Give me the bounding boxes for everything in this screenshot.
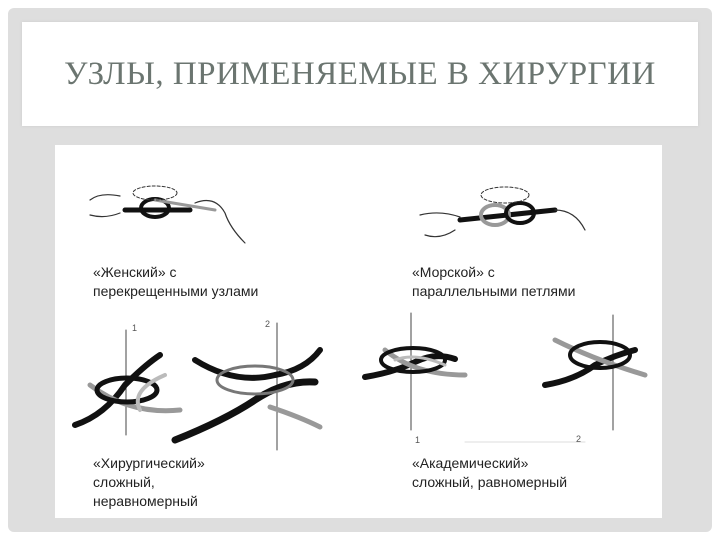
caption-line: «Академический»	[412, 455, 529, 471]
caption-line: сложный, равномерный	[412, 474, 568, 490]
step-label: 2	[576, 434, 582, 444]
caption-line: перекрещенными узлами	[93, 283, 259, 299]
step-label: 1	[415, 435, 421, 445]
knot-drawings	[72, 185, 648, 451]
caption-academic-knot: «Академический» сложный, равномерный	[412, 454, 567, 492]
caption-line: «Женский» с	[93, 264, 177, 280]
reef-knot-drawing	[419, 186, 586, 238]
caption-line: параллельными петлями	[412, 283, 576, 299]
caption-surgical-knot: «Хирургический» сложный, неравномерный	[93, 454, 205, 511]
academic-knot-drawing	[362, 312, 648, 443]
caption-line: «Морской» с	[412, 264, 495, 280]
title-box: УЗЛЫ, ПРИМЕНЯЕМЫЕ В ХИРУРГИИ	[22, 22, 698, 126]
caption-line: «Хирургический»	[93, 455, 205, 471]
granny-knot-drawing	[89, 185, 246, 244]
caption-granny-knot: «Женский» с перекрещенными узлами	[93, 263, 258, 301]
step-label: 1	[132, 323, 138, 333]
caption-line: неравномерный	[93, 493, 198, 509]
slide-title: УЗЛЫ, ПРИМЕНЯЕМЫЕ В ХИРУРГИИ	[64, 56, 656, 92]
knots-illustration: 1 2 1 2 «Женский» с перекрещенными узлам…	[55, 145, 662, 518]
caption-reef-knot: «Морской» с параллельными петлями	[412, 263, 575, 301]
step-label: 2	[265, 319, 271, 329]
caption-line: сложный,	[93, 474, 155, 490]
surgical-knot-drawing	[72, 322, 323, 451]
